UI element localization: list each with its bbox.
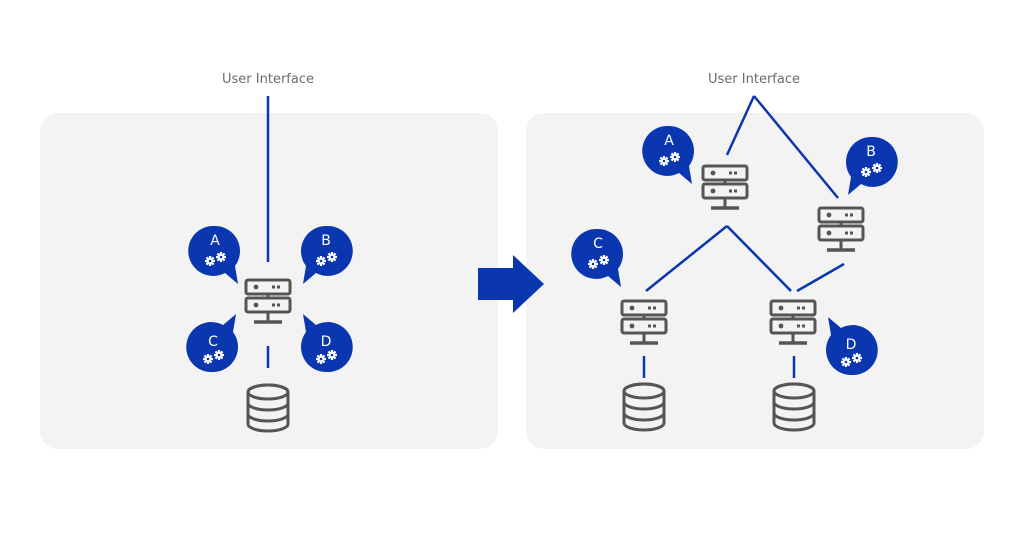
right-bubble-d: D xyxy=(826,317,878,376)
left-bubble-d: D xyxy=(301,314,353,373)
server-a-to-c-connector xyxy=(645,225,728,292)
bubble-letter: B xyxy=(866,144,876,160)
bubble-letter: C xyxy=(593,236,603,252)
right-bubble-b: B xyxy=(846,136,898,195)
bubble-letter: A xyxy=(664,133,674,149)
ui-to-server-a-connector xyxy=(725,95,756,156)
bubble-letter: D xyxy=(321,334,332,350)
left-bubble-a: A xyxy=(188,225,240,284)
bubble-letter: A xyxy=(210,233,220,249)
left-bubble-b: B xyxy=(301,225,353,284)
right-bubble-c: C xyxy=(571,228,623,287)
server-a-to-d-connector xyxy=(726,225,792,292)
server-b-to-d-connector xyxy=(796,262,845,293)
right-panel xyxy=(526,113,984,449)
arrow-right-icon xyxy=(478,255,544,313)
bubble-letter: B xyxy=(321,233,331,249)
right-user-interface-label: User Interface xyxy=(708,72,800,87)
left-user-interface-label: User Interface xyxy=(222,72,314,87)
bubble-letter: C xyxy=(208,334,218,350)
left-bubble-c: C xyxy=(186,314,238,373)
bubble-letter: D xyxy=(846,337,857,353)
ui-to-server-b-connector xyxy=(753,95,839,199)
right-bubble-a: A xyxy=(642,125,694,184)
